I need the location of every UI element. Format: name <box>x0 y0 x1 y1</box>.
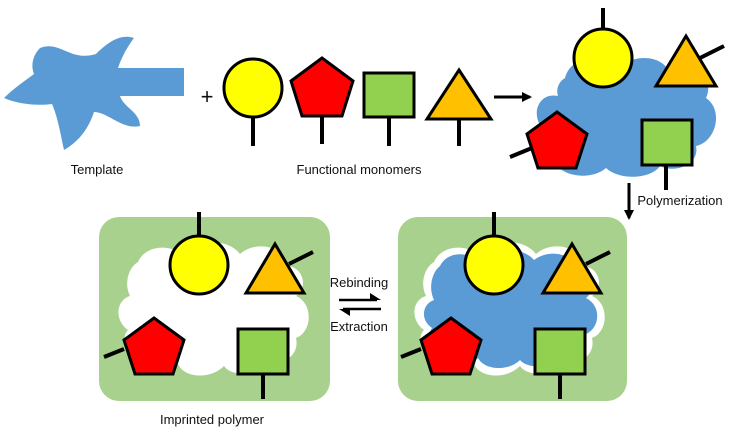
plus-sign: + <box>201 84 214 109</box>
polymerization-label: Polymerization <box>637 193 722 208</box>
circle-monomer <box>222 57 284 146</box>
triangle-monomer <box>424 67 494 146</box>
template-label: Template <box>71 162 124 177</box>
monomers-label: Functional monomers <box>297 162 422 177</box>
square-monomer <box>362 71 416 146</box>
rebound-polymer-panel <box>398 212 627 401</box>
imprinted-polymer-panel <box>99 212 330 401</box>
rebinding-label: Rebinding <box>330 275 389 290</box>
prepolymerization-complex <box>509 8 725 190</box>
extraction-label: Extraction <box>330 319 388 334</box>
pentagon-monomer <box>289 56 355 144</box>
equilibrium-arrows <box>339 293 381 316</box>
template-shape <box>4 36 184 150</box>
imprinted-polymer-label: Imprinted polymer <box>160 412 265 427</box>
